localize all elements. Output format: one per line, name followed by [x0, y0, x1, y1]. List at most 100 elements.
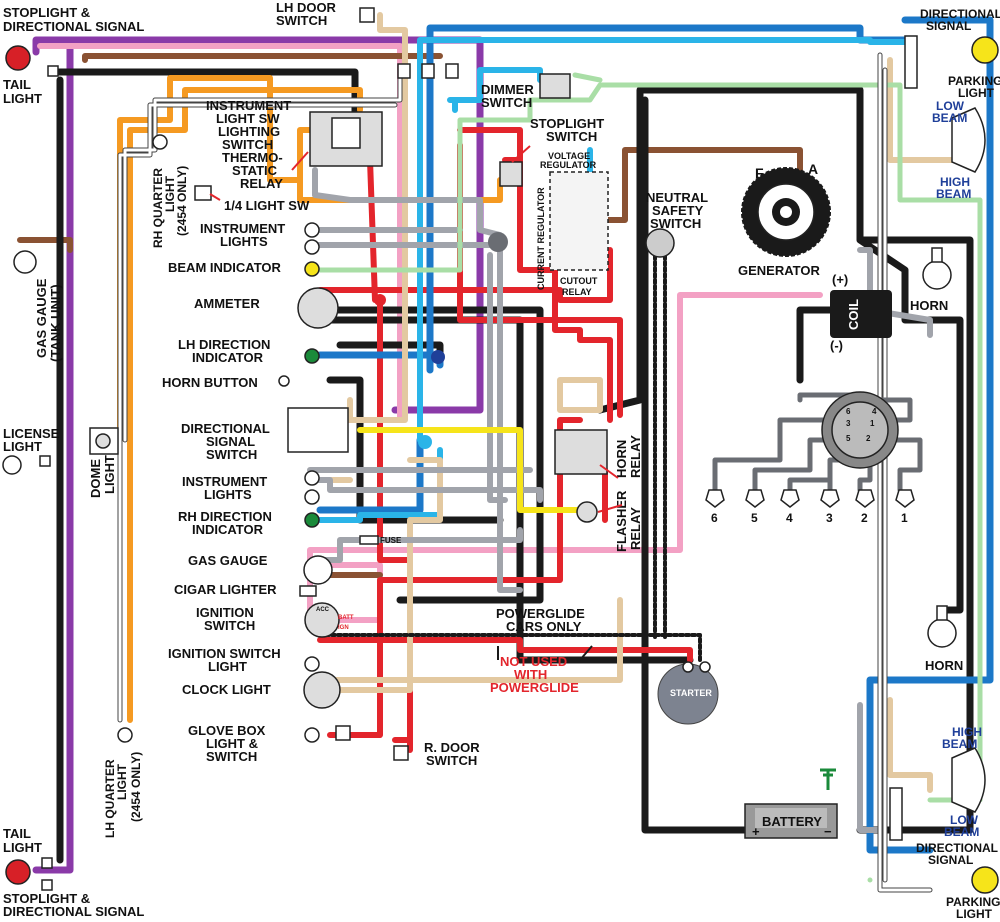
- instrument-label: INSTRUMENT: [206, 98, 291, 113]
- plug-num-6: 6: [711, 511, 718, 525]
- plug-num-5: 5: [751, 511, 758, 525]
- coil-label: COIL: [846, 299, 861, 330]
- dir-signal-tr-line2: SIGNAL: [926, 19, 971, 33]
- coil-minus-label: (-): [830, 338, 843, 353]
- rh-quarter-light-bulb: [152, 134, 168, 150]
- dist-num-5: 5: [846, 434, 851, 443]
- spark-plug-4: [780, 489, 800, 508]
- low-beam-bottom-line1: LOW: [950, 813, 979, 827]
- stoplight-dir-bl-line2: DIRECTIONAL SIGNAL: [3, 904, 144, 919]
- generator-center: [780, 206, 792, 218]
- lighting-switch-inner: [331, 117, 361, 149]
- headlamp-top: [951, 107, 986, 173]
- junction-blue: [431, 350, 445, 364]
- connector-bl: [41, 879, 53, 891]
- beam-indicator-lamp: [304, 261, 320, 277]
- dir-signal-br-line2: SIGNAL: [928, 853, 973, 867]
- horn-bottom-neck: [936, 605, 948, 621]
- ignition-switch-light-line1: IGNITION SWITCH: [168, 646, 281, 661]
- horn-bottom-body: [927, 618, 957, 648]
- instrument-lights-1-line1: INSTRUMENT: [200, 221, 285, 236]
- arrow-quarter-sw: [209, 193, 221, 201]
- spark-plug-2: [855, 489, 875, 508]
- dir-signal-tr-line1: DIRECTIONAL: [920, 7, 1000, 21]
- cutout-relay-line1: CUTOUT: [560, 276, 598, 286]
- instrument-lights-1-line2: LIGHTS: [220, 234, 268, 249]
- instrument-lights-2-line2: LIGHTS: [204, 487, 252, 502]
- license-light-line1: LICENSE: [3, 426, 60, 441]
- fuse-label: FUSE: [380, 536, 402, 545]
- starter-label: STARTER: [670, 688, 712, 698]
- neutral-safety-line3: SWITCH: [650, 216, 701, 231]
- clock-light-label: CLOCK LIGHT: [182, 682, 271, 697]
- tail-light-top-line1: TAIL: [3, 77, 31, 92]
- quarter-light-sw-label: 1/4 LIGHT SW: [224, 198, 310, 213]
- gas-tank-unit: [13, 250, 37, 274]
- license-connector: [39, 455, 51, 467]
- plug-num-2: 2: [861, 511, 868, 525]
- not-used-line1: NOT USED: [500, 654, 567, 669]
- generator-f-label: F: [755, 165, 764, 181]
- instrument-light-1: [304, 222, 320, 238]
- dir-signal-br-line1: DIRECTIONAL: [916, 841, 998, 855]
- spark-plugs: [705, 489, 915, 508]
- light-sw-label: LIGHT SW: [216, 111, 280, 126]
- wires: [17, 12, 994, 893]
- generator-a-label: A: [808, 161, 818, 177]
- connector-bl2: [41, 857, 53, 869]
- headlamp-bottom: [951, 747, 986, 813]
- high-beam-top-line1: HIGH: [940, 175, 970, 189]
- ammeter-body: [297, 287, 339, 329]
- powerglide-cars-only-line2: CARS ONLY: [506, 619, 582, 634]
- horn-bottom-label: HORN: [925, 658, 963, 673]
- junction-red: [374, 294, 386, 306]
- ignition-switch-light-bulb: [304, 656, 320, 672]
- dimmer-switch-body: [539, 73, 571, 99]
- plug-num-3: 3: [826, 511, 833, 525]
- cutout-relay-line2: RELAY: [562, 287, 592, 297]
- horn-relay-body: [554, 429, 608, 475]
- junction-gray: [488, 232, 508, 252]
- lh-quarter-light-line2: LIGHT: [115, 763, 129, 800]
- wire-lblue: [317, 37, 913, 523]
- rh-direction-indicator-line2: INDICATOR: [192, 522, 264, 537]
- fuse-body: [359, 535, 379, 545]
- wire-yellow: [357, 427, 583, 513]
- parking-light-top-line2: LIGHT: [958, 86, 995, 100]
- battery-minus-label: −: [824, 824, 832, 839]
- flasher-relay-line2: RELAY: [628, 507, 643, 550]
- relay-label: RELAY: [240, 176, 283, 191]
- connector-right-top: [904, 35, 918, 89]
- junction-lightblue: [418, 435, 432, 449]
- current-regulator-label: CURRENT REGULATOR: [536, 187, 546, 290]
- stoplight-switch-line2: SWITCH: [546, 129, 597, 144]
- parking-light-bottom-line1: PARKING: [946, 895, 1000, 909]
- rh-quarter-light-line1: RH QUARTER: [151, 168, 165, 248]
- glove-box-bulb: [304, 727, 320, 743]
- arrow-flasher-relay: [597, 504, 623, 513]
- ground-icon: [820, 768, 836, 790]
- not-used-line2: WITH: [514, 667, 547, 682]
- starter-terminal-2: [699, 661, 711, 673]
- stoplight-left-top-lamp: [5, 45, 31, 71]
- license-light-line2: LIGHT: [3, 439, 42, 454]
- dir-signal-right-top-lamp: [971, 36, 999, 64]
- dist-num-2: 2: [866, 434, 871, 443]
- dist-num-4: 4: [872, 407, 877, 416]
- instrument-lights-2-line1: INSTRUMENT: [182, 474, 267, 489]
- flasher-relay-body: [576, 501, 598, 523]
- lh-direction-indicator-lamp: [304, 348, 320, 364]
- neutral-safety-switch-body: [645, 228, 675, 258]
- dir-signal-switch-line3: SWITCH: [206, 447, 257, 462]
- plug-num-4: 4: [786, 511, 793, 525]
- switch-label: SWITCH: [222, 137, 273, 152]
- r-door-switch-line2: SWITCH: [426, 753, 477, 768]
- ignition-switch-body: [304, 602, 340, 638]
- rh-direction-indicator-lamp: [304, 512, 320, 528]
- spark-plug-5: [745, 489, 765, 508]
- flasher-relay-line1: FLASHER: [614, 490, 629, 552]
- generator-label: GENERATOR: [738, 263, 820, 278]
- low-beam-top-line1: LOW: [936, 99, 965, 113]
- glove-box-line3: SWITCH: [206, 749, 257, 764]
- arrow-stoplight-sw: [511, 145, 531, 163]
